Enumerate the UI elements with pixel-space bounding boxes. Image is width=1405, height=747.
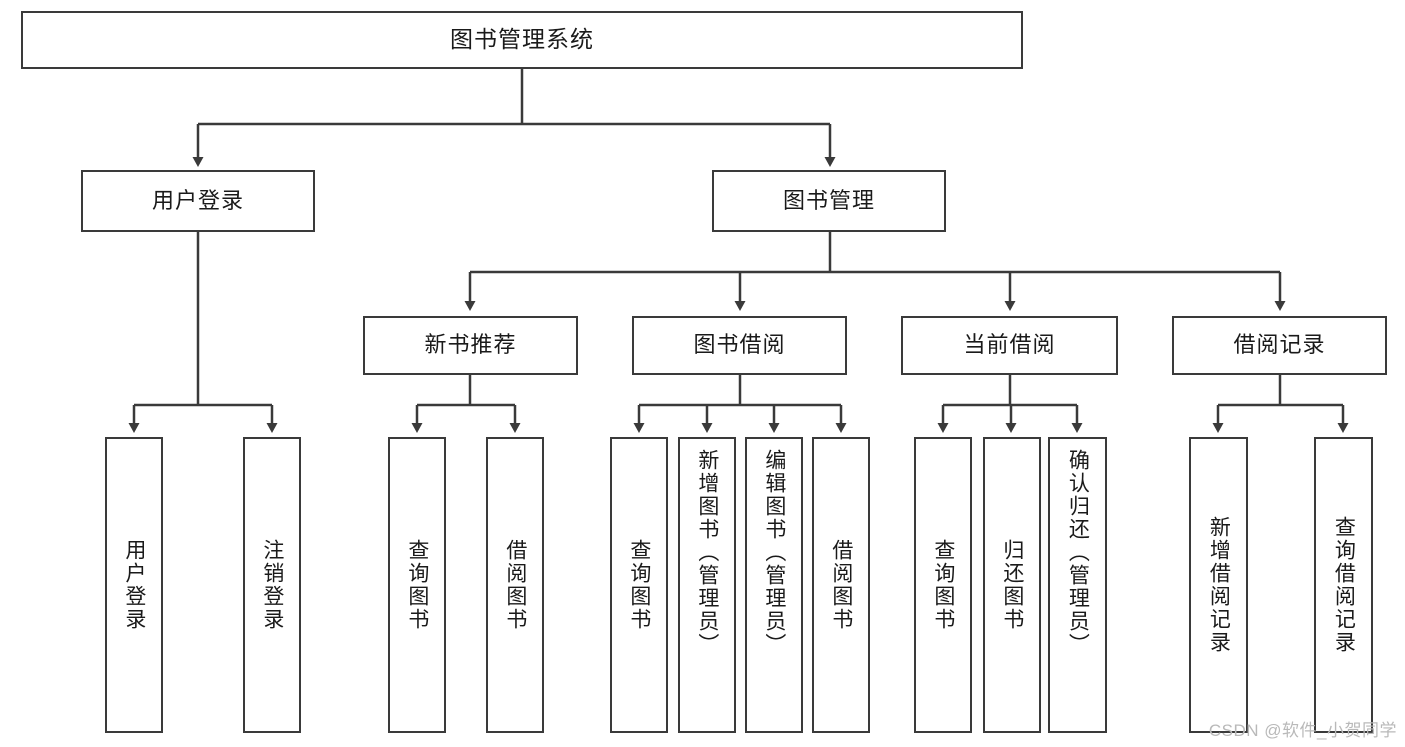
leaf-borrow-book-recommend[interactable]: 借阅图书 <box>486 437 544 733</box>
leaf-confirm-return-admin-label: 确认归还（管理员） <box>1066 449 1090 656</box>
node-book-borrow-label: 图书借阅 <box>693 332 786 358</box>
leaf-query-book-current[interactable]: 查询图书 <box>914 437 972 733</box>
node-new-book-recommend[interactable]: 新书推荐 <box>363 316 578 375</box>
node-new-book-recommend-label: 新书推荐 <box>424 332 517 358</box>
leaf-query-book-recommend-label: 查询图书 <box>405 539 429 631</box>
leaf-query-borrow-record-label: 查询借阅记录 <box>1332 516 1356 654</box>
leaf-edit-book-admin-label: 编辑图书（管理员） <box>762 449 786 656</box>
leaf-user-login-label: 用户登录 <box>122 539 146 631</box>
leaf-add-book-admin-label: 新增图书（管理员） <box>695 449 719 656</box>
node-book-borrow[interactable]: 图书借阅 <box>632 316 847 375</box>
leaf-add-borrow-record[interactable]: 新增借阅记录 <box>1189 437 1248 733</box>
leaf-user-login[interactable]: 用户登录 <box>105 437 163 733</box>
leaf-edit-book-admin[interactable]: 编辑图书（管理员） <box>745 437 803 733</box>
node-book-management-label: 图书管理 <box>782 187 875 213</box>
leaf-confirm-return-admin[interactable]: 确认归还（管理员） <box>1048 437 1107 733</box>
node-root[interactable]: 图书管理系统 <box>21 11 1023 69</box>
leaf-add-borrow-record-label: 新增借阅记录 <box>1207 516 1231 654</box>
leaf-return-book[interactable]: 归还图书 <box>983 437 1041 733</box>
node-current-borrow-label: 当前借阅 <box>963 332 1056 358</box>
leaf-logout-label: 注销登录 <box>260 539 284 631</box>
leaf-return-book-label: 归还图书 <box>1000 539 1024 631</box>
leaf-query-book-current-label: 查询图书 <box>931 539 955 631</box>
node-user-login-label: 用户登录 <box>151 187 244 213</box>
leaf-add-book-admin[interactable]: 新增图书（管理员） <box>678 437 736 733</box>
leaf-borrow-book-recommend-label: 借阅图书 <box>503 539 527 631</box>
leaf-borrow-book-label: 借阅图书 <box>829 539 853 631</box>
leaf-query-book-label: 查询图书 <box>627 539 651 631</box>
node-root-label: 图书管理系统 <box>450 26 594 53</box>
node-borrow-record[interactable]: 借阅记录 <box>1172 316 1387 375</box>
leaf-borrow-book[interactable]: 借阅图书 <box>812 437 870 733</box>
leaf-query-borrow-record[interactable]: 查询借阅记录 <box>1314 437 1373 733</box>
node-user-login[interactable]: 用户登录 <box>81 170 315 232</box>
leaf-query-book[interactable]: 查询图书 <box>610 437 668 733</box>
node-current-borrow[interactable]: 当前借阅 <box>901 316 1118 375</box>
leaf-query-book-recommend[interactable]: 查询图书 <box>388 437 446 733</box>
leaf-logout[interactable]: 注销登录 <box>243 437 301 733</box>
node-borrow-record-label: 借阅记录 <box>1233 332 1326 358</box>
node-book-management[interactable]: 图书管理 <box>712 170 946 232</box>
